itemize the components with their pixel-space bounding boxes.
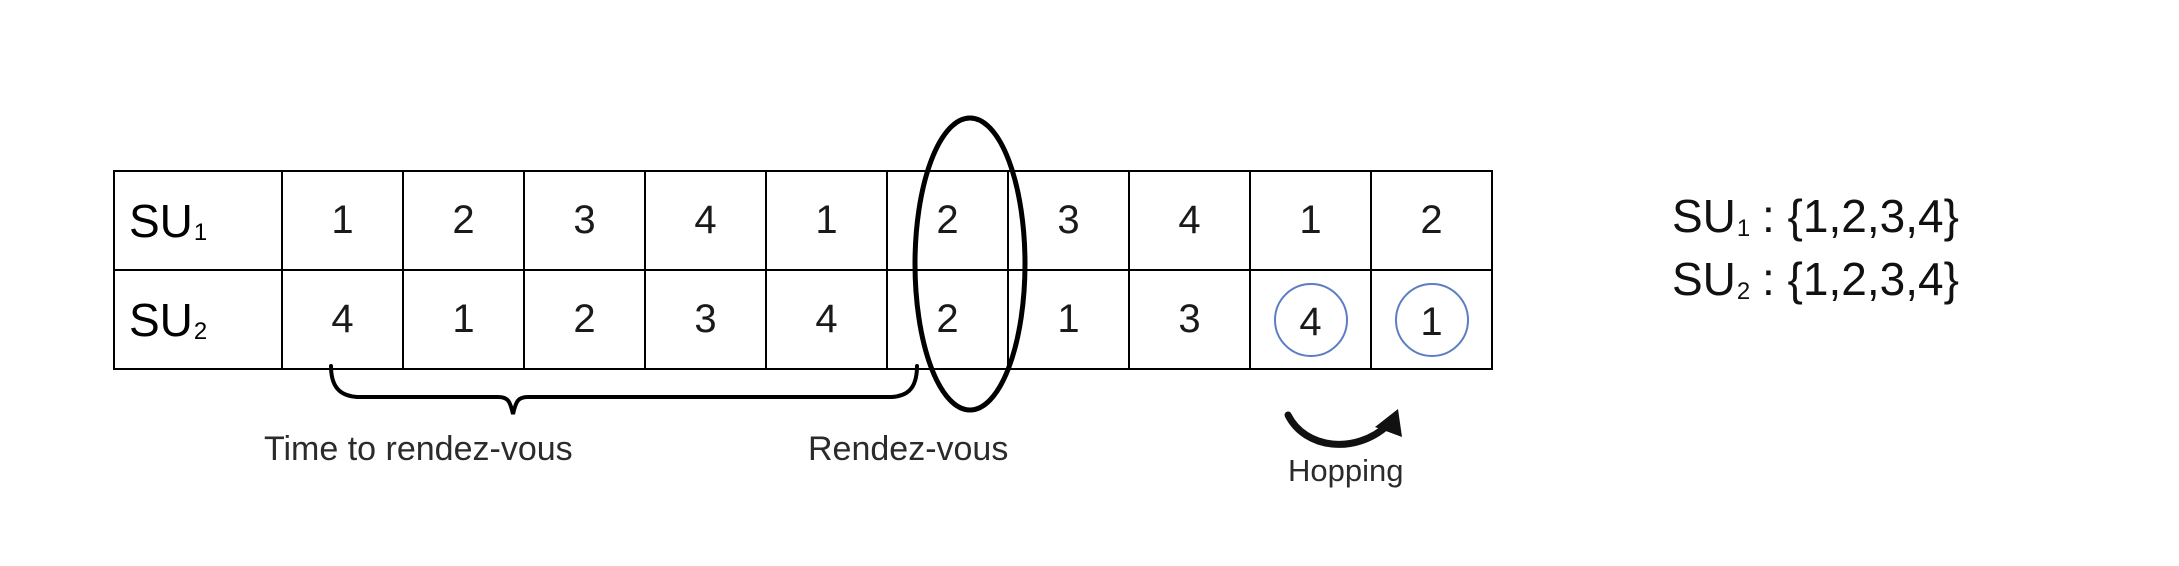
legend-su2-separator: : [1749, 253, 1788, 306]
cell-su1-0: 1 [281, 170, 404, 271]
channel-hopping-table: SU1 1 2 3 4 1 2 3 4 1 2 SU2 4 1 2 3 4 2 … [113, 170, 1493, 370]
legend-su1-separator: : [1749, 190, 1788, 242]
cell-su2-1: 1 [402, 269, 525, 370]
legend-su2-subscript: 2 [1736, 278, 1751, 306]
table-row: SU2 4 1 2 3 4 2 1 3 4 1 [113, 269, 1493, 370]
cell-su2-4: 4 [765, 269, 888, 370]
cell-su2-6: 1 [1007, 269, 1130, 370]
legend-su2-base: SU [1672, 253, 1736, 306]
legend-su1-set: {1,2,3,4} [1787, 190, 1959, 242]
legend-su1-base: SU [1672, 190, 1736, 242]
cell-su2-9: 1 [1370, 269, 1493, 370]
cell-su2-8: 4 [1249, 269, 1372, 370]
cell-su1-2: 3 [523, 170, 646, 271]
cell-su2-5: 2 [886, 269, 1009, 370]
circled-value-8: 4 [1273, 282, 1348, 357]
circled-value-9: 1 [1394, 282, 1469, 357]
caption-hopping: Hopping [1288, 453, 1404, 488]
legend-su2-set: {1,2,3,4} [1787, 253, 1959, 306]
row-label-su1-subscript: 1 [193, 219, 208, 247]
cell-su1-3: 4 [644, 170, 767, 271]
row-label-su1: SU1 [113, 170, 283, 271]
cell-su1-8: 1 [1249, 170, 1372, 271]
cell-su1-6: 3 [1007, 170, 1130, 271]
row-label-su2-subscript: 2 [193, 318, 208, 346]
channel-set-legend: SU1 : {1,2,3,4} SU2 : {1,2,3,4} [1672, 185, 1959, 312]
table-row: SU1 1 2 3 4 1 2 3 4 1 2 [113, 170, 1493, 271]
legend-line-su1: SU1 : {1,2,3,4} [1672, 185, 1959, 248]
cell-su1-1: 2 [402, 170, 525, 271]
caption-rendezvous: Rendez-vous [808, 430, 1009, 468]
cell-su1-4: 1 [765, 170, 888, 271]
cell-su2-3: 3 [644, 269, 767, 370]
hopping-arrowhead-icon [1375, 409, 1402, 437]
row-label-su1-base: SU [129, 194, 193, 247]
hopping-arrow-icon [1284, 411, 1392, 448]
caption-time-to-rendezvous: Time to rendez-vous [264, 430, 573, 468]
row-label-su2-base: SU [129, 293, 193, 346]
cell-su1-5: 2 [886, 170, 1009, 271]
row-label-su2: SU2 [113, 269, 283, 370]
legend-line-su2: SU2 : {1,2,3,4} [1672, 248, 1959, 311]
cell-su2-0: 4 [281, 269, 404, 370]
cell-su2-2: 2 [523, 269, 646, 370]
time-to-rendezvous-brace-icon [329, 364, 919, 415]
cell-su1-7: 4 [1128, 170, 1251, 271]
legend-su1-subscript: 1 [1736, 214, 1751, 242]
cell-su2-7: 3 [1128, 269, 1251, 370]
cell-su1-9: 2 [1370, 170, 1493, 271]
